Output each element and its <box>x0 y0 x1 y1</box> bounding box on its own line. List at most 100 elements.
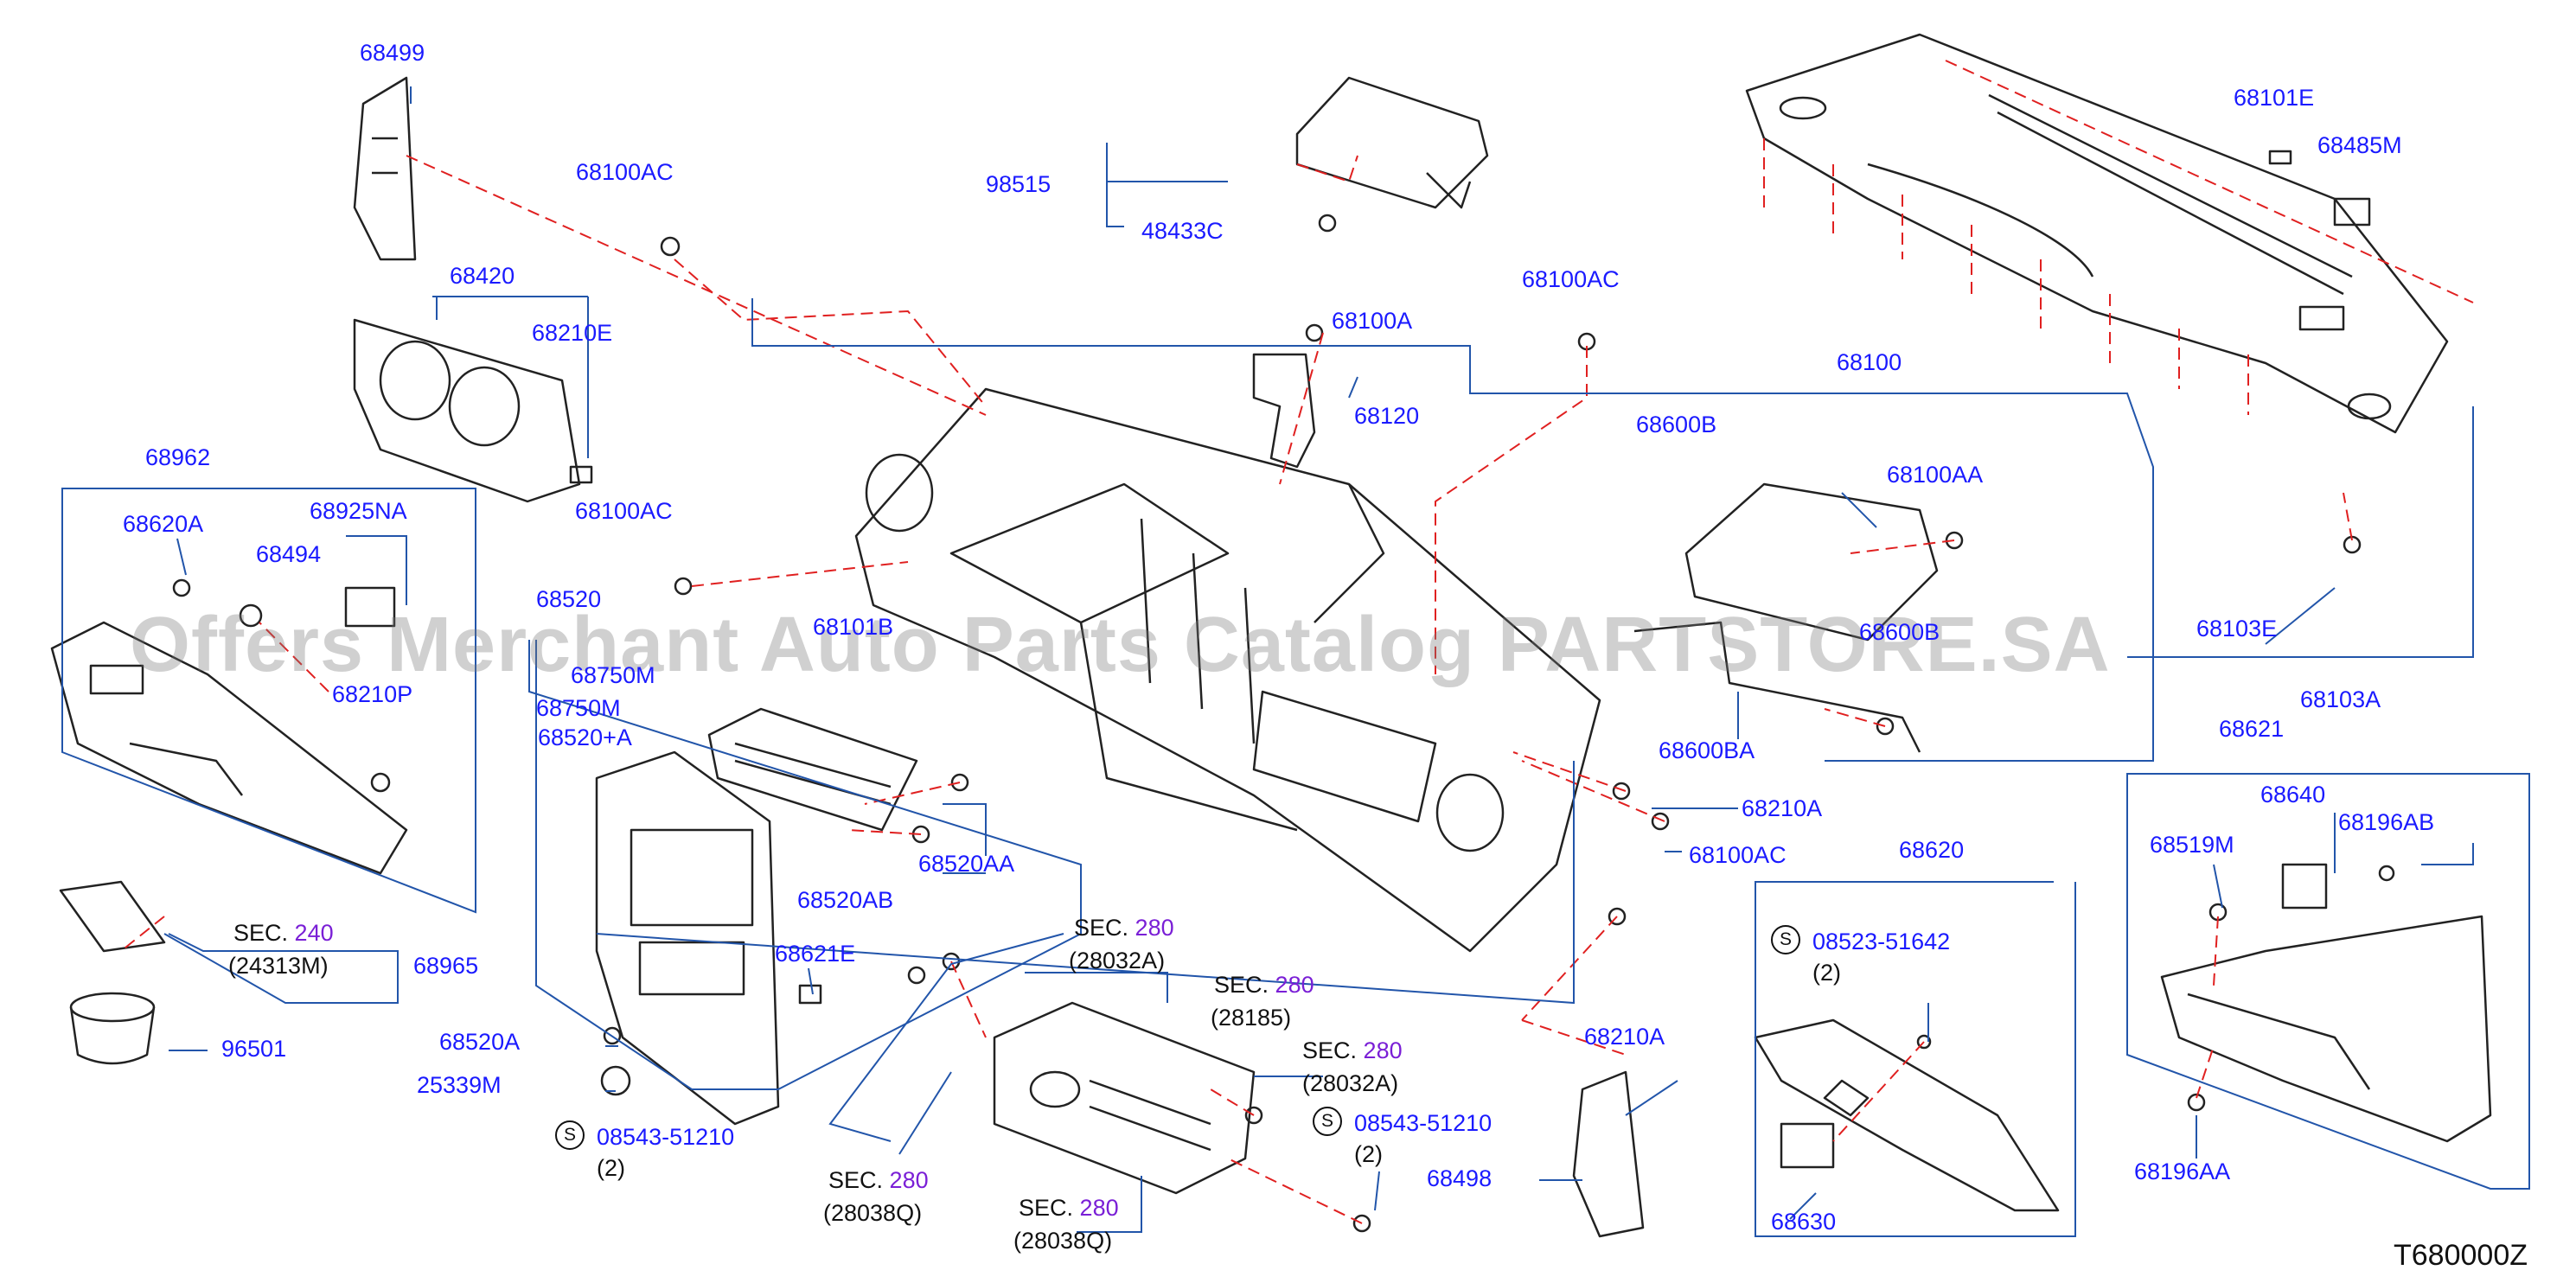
part-label-68196aa[interactable]: 68196AA <box>2134 1159 2231 1184</box>
section-ref-280[interactable]: SEC. 280 <box>1214 973 1314 997</box>
side-cover-drawing <box>1572 1070 1645 1238</box>
part-label-68621[interactable]: 68621 <box>2219 716 2285 742</box>
part-label-68630[interactable]: 68630 <box>1771 1209 1837 1235</box>
section-ref-280[interactable]: SEC. 280 <box>1302 1039 1403 1063</box>
part-label-68925na[interactable]: 68925NA <box>310 498 407 524</box>
part-label-68210p[interactable]: 68210P <box>332 681 413 707</box>
part-label-68600ba[interactable]: 68600BA <box>1659 737 1755 763</box>
section-prefix: SEC. <box>828 1167 884 1193</box>
part-label-68196ab[interactable]: 68196AB <box>2338 809 2435 835</box>
section-prefix: SEC. <box>1214 972 1269 998</box>
part-label-98515[interactable]: 98515 <box>986 171 1051 197</box>
part-label-68210e[interactable]: 68210E <box>532 320 613 346</box>
section-subpart: (24313M) <box>228 953 329 979</box>
part-label-48433c[interactable]: 48433C <box>1141 218 1224 244</box>
section-subpart: (28038Q) <box>823 1200 923 1226</box>
section-ref-280[interactable]: SEC. 280 <box>828 1169 929 1192</box>
part-label-68621e[interactable]: 68621E <box>775 941 856 967</box>
section-number: 280 <box>1079 1195 1119 1221</box>
part-label-68750m[interactable]: 68750M <box>571 662 655 688</box>
part-label-68103e[interactable]: 68103E <box>2196 616 2278 642</box>
part-label-68210a[interactable]: 68210A <box>1742 795 1823 821</box>
part-label-68620[interactable]: 68620 <box>1899 837 1965 863</box>
part-label-68120[interactable]: 68120 <box>1354 403 1420 429</box>
section-ref-280[interactable]: SEC. 280 <box>1074 916 1174 940</box>
section-subpart: (28038Q) <box>1013 1228 1113 1254</box>
section-ref-240[interactable]: SEC. 240 <box>233 922 334 945</box>
part-label-68962[interactable]: 68962 <box>145 444 211 470</box>
part-label-68210a[interactable]: 68210A <box>1584 1024 1665 1050</box>
standard-part-badge: S <box>555 1120 585 1150</box>
cup-holder-drawing <box>69 992 156 1065</box>
part-label-68520a[interactable]: 68520A <box>439 1029 521 1055</box>
part-label-68750m[interactable]: 68750M <box>536 695 621 721</box>
center-bezel-drawing <box>595 750 780 1126</box>
section-number: 280 <box>889 1167 929 1193</box>
lower-panel-68962-drawing <box>50 621 408 875</box>
part-label-68100ac[interactable]: 68100AC <box>1689 842 1787 868</box>
part-label-68100aa[interactable]: 68100AA <box>1887 462 1984 488</box>
part-label-68498[interactable]: 68498 <box>1427 1165 1493 1191</box>
dashboard-frame-drawing <box>854 387 1601 953</box>
part-label-68520-plus-a[interactable]: 68520+A <box>538 724 632 750</box>
part-label-68519m[interactable]: 68519M <box>2150 832 2234 858</box>
section-subpart: (28032A) <box>1302 1070 1399 1096</box>
part-label-68620a[interactable]: 68620A <box>123 511 204 537</box>
section-prefix: SEC. <box>233 920 289 946</box>
watermark: Offers Merchant Auto Parts Catalog PARTS… <box>130 602 2111 688</box>
center-vent-drawing <box>707 707 918 832</box>
part-label-68420[interactable]: 68420 <box>450 263 515 289</box>
section-number: 240 <box>294 920 334 946</box>
dashed-assembly-lines <box>120 60 2474 1224</box>
bracket-68499-drawing <box>353 76 417 261</box>
part-label-68600b[interactable]: 68600B <box>1636 412 1717 437</box>
cover-68965-drawing <box>59 880 166 953</box>
section-subpart: (28032A) <box>1069 948 1166 973</box>
standard-part-badge: S <box>1313 1107 1342 1136</box>
standard-part-badge: S <box>1771 925 1800 954</box>
screw-part-label[interactable]: 08523-51642 <box>1812 929 1951 954</box>
part-label-68100[interactable]: 68100 <box>1837 349 1902 375</box>
screw-part-label[interactable]: 08543-51210 <box>1354 1110 1493 1136</box>
part-label-68499[interactable]: 68499 <box>360 40 425 66</box>
part-label-25339m[interactable]: 25339M <box>417 1072 502 1098</box>
glove-box-lid-drawing <box>1754 1018 2060 1212</box>
section-subpart: (28185) <box>1211 1005 1292 1031</box>
upper-dash-panel-drawing <box>1745 33 2449 434</box>
section-number: 280 <box>1363 1037 1403 1063</box>
part-label-68101b[interactable]: 68101B <box>813 614 894 640</box>
screw-part-label[interactable]: 08543-51210 <box>597 1124 735 1150</box>
part-label-68520aa[interactable]: 68520AA <box>918 851 1015 877</box>
part-label-68965[interactable]: 68965 <box>413 953 479 979</box>
part-label-68520[interactable]: 68520 <box>536 586 602 612</box>
part-label-96501[interactable]: 96501 <box>221 1036 287 1062</box>
section-prefix: SEC. <box>1074 915 1129 941</box>
section-ref-280[interactable]: SEC. 280 <box>1019 1197 1119 1220</box>
part-label-68100a[interactable]: 68100A <box>1332 308 1413 334</box>
cluster-hood-drawing <box>353 318 581 503</box>
part-label-68640[interactable]: 68640 <box>2260 782 2326 807</box>
part-label-68494[interactable]: 68494 <box>256 541 322 567</box>
part-label-68100ac[interactable]: 68100AC <box>1522 266 1620 292</box>
part-label-68485m[interactable]: 68485M <box>2317 132 2402 158</box>
leader-lines <box>61 86 2530 1237</box>
section-prefix: SEC. <box>1019 1195 1074 1221</box>
screw-qty: (2) <box>1354 1141 1383 1167</box>
section-number: 280 <box>1275 972 1314 998</box>
part-label-68100ac[interactable]: 68100AC <box>575 498 673 524</box>
part-label-68520ab[interactable]: 68520AB <box>797 887 894 913</box>
part-label-68101e[interactable]: 68101E <box>2234 85 2315 111</box>
bracket-68120-drawing <box>1252 353 1316 469</box>
airbag-module-drawing <box>1295 76 1489 209</box>
section-number: 280 <box>1135 915 1174 941</box>
part-label-68100ac[interactable]: 68100AC <box>576 159 674 185</box>
bracket-68600b-drawing <box>1633 482 1939 753</box>
part-label-68600b[interactable]: 68600B <box>1859 619 1940 645</box>
part-label-68103a[interactable]: 68103A <box>2300 686 2381 712</box>
screw-qty: (2) <box>597 1155 625 1181</box>
diagram-code: T680000Z <box>2394 1239 2528 1272</box>
screw-qty: (2) <box>1812 960 1841 986</box>
audio-unit-drawing <box>993 1001 1256 1195</box>
section-prefix: SEC. <box>1302 1037 1358 1063</box>
